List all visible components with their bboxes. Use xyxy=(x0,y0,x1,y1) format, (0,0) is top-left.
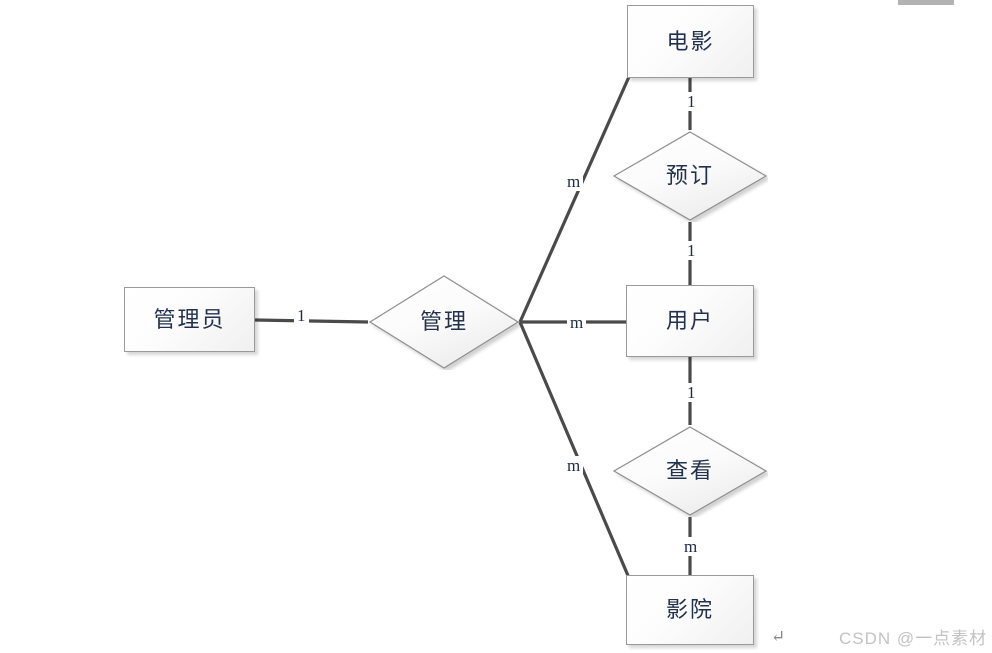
entity-movie[interactable]: 电影 xyxy=(627,5,754,78)
entity-admin[interactable]: 管理员 xyxy=(124,287,255,352)
cardinality-booking-user: 1 xyxy=(684,241,699,260)
cardinality-manage-movie: m xyxy=(564,172,584,191)
cardinality-manage-cinema: m xyxy=(564,456,584,475)
relationship-label: 查看 xyxy=(665,458,714,483)
relationship-manage[interactable]: 管理 xyxy=(368,274,520,370)
diamond-shape xyxy=(612,426,768,516)
toolbar-remnant xyxy=(898,0,954,5)
diamond-shape xyxy=(612,131,768,221)
link-manage-cinema xyxy=(518,321,634,586)
cardinality-view-cinema: m xyxy=(681,537,701,556)
relationship-label: 预订 xyxy=(665,163,714,188)
diamond-shape xyxy=(368,275,520,369)
cardinality-admin-manage: 1 xyxy=(294,306,309,325)
entity-label: 电影 xyxy=(666,28,715,54)
relationship-booking[interactable]: 预订 xyxy=(612,130,768,222)
link-manage-movie xyxy=(518,69,634,323)
link-admin-manage xyxy=(254,318,369,324)
csdn-watermark: CSDN @一点素材 xyxy=(839,629,988,648)
entity-label: 影院 xyxy=(665,597,714,622)
entity-cinema[interactable]: 影院 xyxy=(626,575,754,645)
relationship-label: 管理 xyxy=(419,309,468,334)
pilcrow-mark: ↵ xyxy=(771,627,786,646)
cardinality-manage-user: m xyxy=(567,313,587,332)
entity-label: 管理员 xyxy=(153,306,226,332)
entity-label: 用户 xyxy=(665,308,714,333)
cardinality-movie-booking: 1 xyxy=(684,92,699,111)
entity-user[interactable]: 用户 xyxy=(626,285,754,357)
relationship-view[interactable]: 查看 xyxy=(612,425,768,517)
cardinality-user-view: 1 xyxy=(684,383,699,402)
